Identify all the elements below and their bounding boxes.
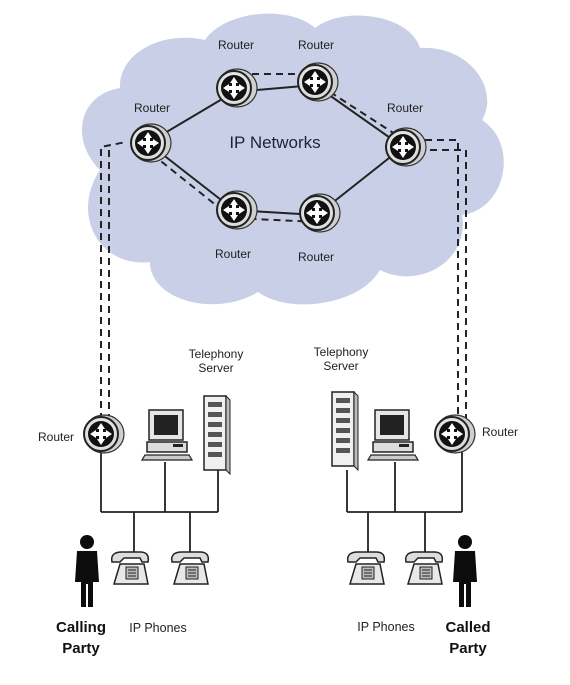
calling-party-label: Calling Party	[56, 617, 106, 659]
router-label-top-right: Router	[297, 38, 335, 52]
telephony-server-label-left-line2: Server	[198, 361, 234, 375]
left-lan-wiring	[100, 452, 219, 552]
telephony-server-left	[203, 395, 231, 475]
ip-phones-label-right: IP Phones	[357, 620, 415, 634]
router-label-calling-side: Router	[38, 430, 75, 444]
right-lan-wiring	[346, 452, 463, 552]
router-cloud-bottom-left	[216, 190, 258, 230]
called-party-line2: Party	[449, 640, 487, 657]
router-label-cloud-left: Router	[133, 101, 171, 115]
router-cloud-right	[385, 127, 427, 167]
called-party-label: Called Party	[445, 617, 490, 659]
telephony-server-label-right-line1: Telephony	[313, 345, 369, 359]
cloud-title: IP Networks	[229, 133, 321, 152]
ip-phone-right-2	[404, 551, 444, 585]
telephony-server-label-right-line2: Server	[323, 359, 359, 373]
router-label-called-side: Router	[482, 425, 519, 439]
router-label-bottom-right: Router	[297, 250, 335, 264]
called-party-line1: Called	[445, 619, 491, 636]
router-called-side	[434, 414, 476, 454]
router-cloud-left	[130, 123, 172, 163]
ip-network-cloud	[81, 13, 504, 305]
ip-phone-left-1	[110, 551, 150, 585]
router-label-cloud-right: Router	[386, 101, 424, 115]
router-label-top-left: Router	[217, 38, 255, 52]
pc-right	[367, 409, 419, 461]
telephony-server-label-right: Telephony Server	[314, 345, 369, 373]
ip-phone-right-1	[346, 551, 386, 585]
called-party-person-icon	[453, 535, 477, 607]
router-calling-side	[83, 414, 125, 454]
calling-party-line1: Calling	[55, 619, 107, 636]
calling-party-line2: Party	[62, 640, 100, 657]
telephony-server-right	[331, 391, 359, 471]
router-cloud-top-left	[216, 68, 258, 108]
router-cloud-bottom-right	[299, 193, 341, 233]
telephony-server-label-left-line1: Telephony	[188, 347, 244, 361]
router-label-bottom-left: Router	[214, 247, 252, 261]
ip-phones-label-left: IP Phones	[129, 621, 187, 635]
calling-party-person-icon	[75, 535, 99, 607]
telephony-server-label-left: Telephony Server	[189, 347, 244, 375]
pc-left	[141, 409, 193, 461]
ip-phone-left-2	[170, 551, 210, 585]
router-cloud-top-right	[297, 62, 339, 102]
